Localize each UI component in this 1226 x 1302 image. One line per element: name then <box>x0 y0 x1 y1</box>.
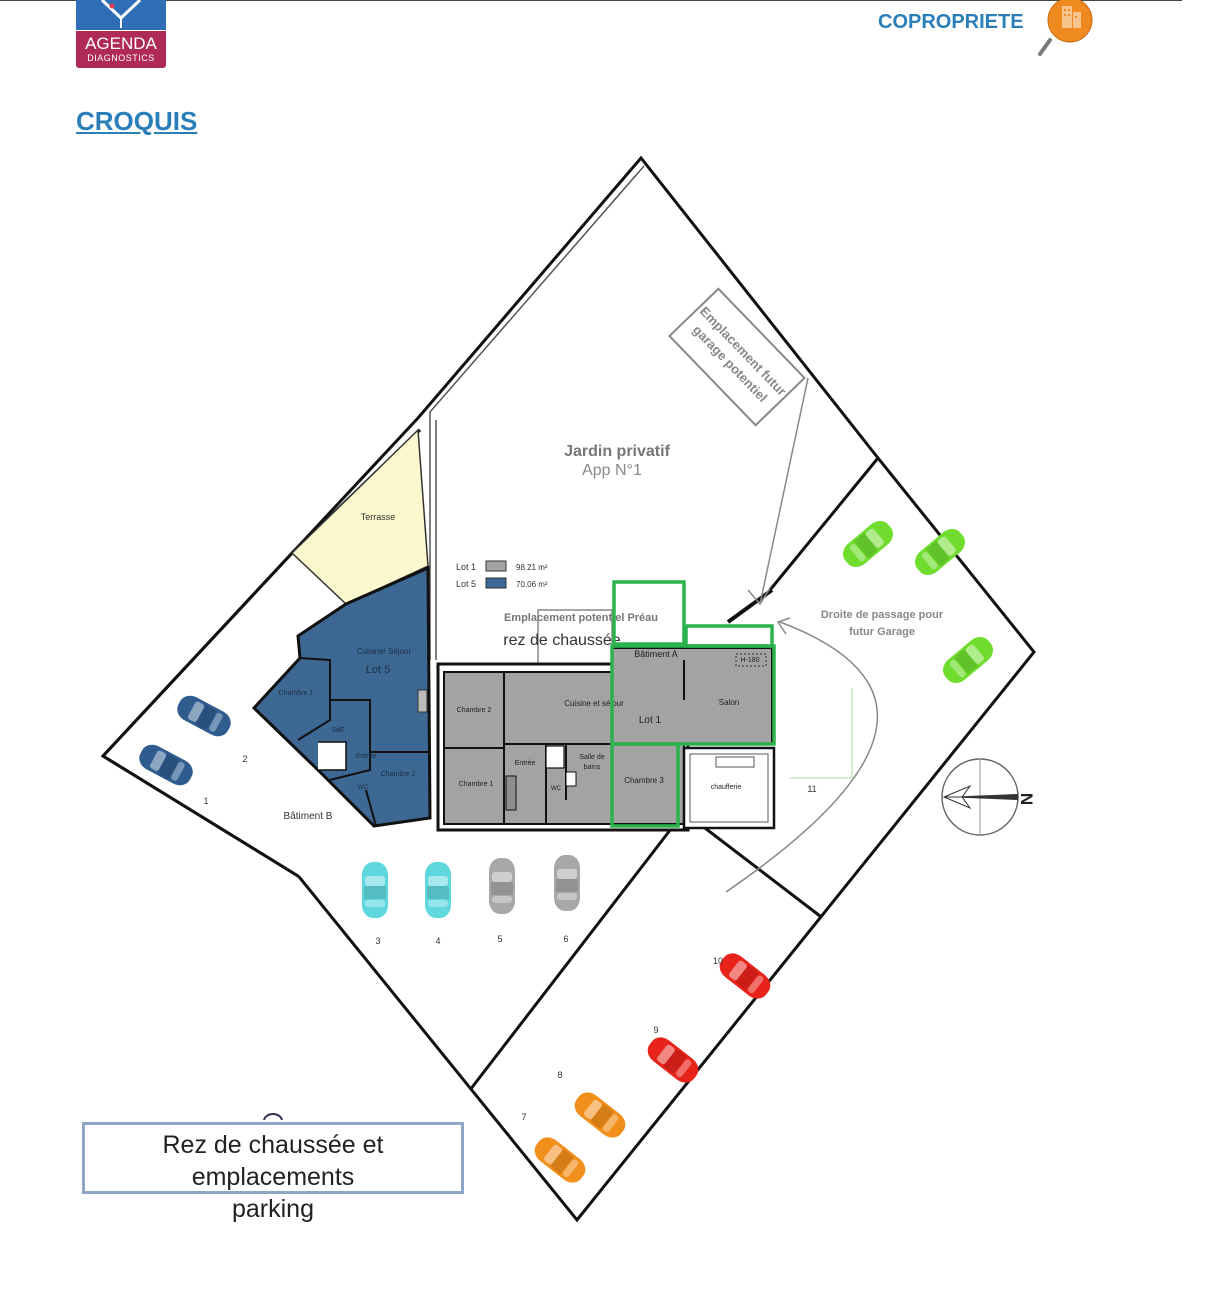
boiler-label: chaufferie <box>711 784 742 791</box>
car-10 <box>714 948 776 1004</box>
passage-arrow <box>725 617 879 893</box>
lot5-kitchen: Cuisine/ Séjour <box>357 647 412 656</box>
lot1-label: Lot 1 <box>639 715 662 726</box>
caption-line2: parking <box>232 1195 314 1223</box>
top-rule <box>0 0 1182 1</box>
parking-number-1: 1 <box>203 796 208 806</box>
legend-lot1-label: Lot 1 <box>456 562 476 572</box>
car-7 <box>529 1132 591 1188</box>
car-2 <box>173 691 235 741</box>
legend-lot5-label: Lot 5 <box>456 579 476 589</box>
lot1-entry: Entrée <box>515 760 536 767</box>
lot1-bedroom1: Chambre 1 <box>459 781 494 788</box>
lot1-salon: Salon <box>719 698 739 707</box>
parking-number-3: 3 <box>375 936 380 946</box>
car-9 <box>642 1032 704 1088</box>
car-8 <box>569 1087 631 1143</box>
inner-walls <box>429 165 645 660</box>
passage-line1: Droite de passage pour <box>821 609 944 621</box>
compass-letter: N <box>1017 793 1036 805</box>
lot5-wc: WC <box>358 785 369 791</box>
garden-subtitle: App N°1 <box>582 462 642 479</box>
caption-line1: Rez de chaussée et emplacements <box>162 1131 384 1191</box>
caption-handle <box>263 1113 283 1121</box>
future-garage-box: Emplacement futur garage potentiel <box>668 287 806 427</box>
parking-number-8: 8 <box>557 1070 562 1080</box>
parking-numbers: 1 2 3 4 5 6 7 8 9 10 11 <box>203 754 816 1122</box>
car-6 <box>554 855 580 911</box>
building-a: Bâtiment A Chambre 2 Cuisine et séjour L… <box>436 647 773 832</box>
passage-line2: futur Garage <box>849 626 915 638</box>
header-title: COPROPRIETE <box>878 11 1024 33</box>
section-title: CROQUIS <box>76 106 198 136</box>
car-4 <box>425 862 451 918</box>
terrace-label: Terrasse <box>361 512 396 522</box>
future-garage-arrow <box>747 377 809 606</box>
parking-number-2: 2 <box>242 754 247 764</box>
lot1-area-east <box>611 647 773 745</box>
lot5-label: Lot 5 <box>366 664 390 676</box>
legend-lot1-value: 98.21 m² <box>516 563 548 572</box>
lot5-bedroom2: Chambre 2 <box>381 771 416 778</box>
lot1-hatch: H-180 <box>740 657 759 664</box>
boiler-room <box>682 746 776 830</box>
preau-green-edge <box>790 688 853 779</box>
parking-number-9: 9 <box>653 1025 658 1035</box>
lot5-area <box>251 565 432 828</box>
parking-number-7: 7 <box>521 1112 526 1122</box>
ground-floor-label: rez de chaussée <box>503 632 621 649</box>
legend: Lot 1 98.21 m² Lot 5 70.06 m² <box>456 560 548 589</box>
parking-number-4: 4 <box>435 936 440 946</box>
logo-subtitle: DIAGNOSTICS <box>87 53 155 63</box>
car-green-1 <box>838 516 898 572</box>
parking-number-10: 10 <box>713 956 723 966</box>
legend-lot5-value: 70.06 m² <box>516 580 548 589</box>
highlight-outlines <box>610 580 776 828</box>
car-green-3 <box>938 632 998 688</box>
car-green-2 <box>910 524 970 580</box>
lot5-bedroom1: Chambre 1 <box>279 690 314 697</box>
parking-number-11: 11 <box>807 784 816 794</box>
plan-caption: Rez de chaussée et emplacements parking <box>82 1122 464 1223</box>
car-5 <box>489 858 515 914</box>
car-3 <box>362 862 388 918</box>
lot1-bedroom2: Chambre 2 <box>457 707 492 714</box>
logo-mark-icon <box>100 0 142 28</box>
terrace-area <box>290 428 429 605</box>
parking-number-5: 5 <box>497 934 502 944</box>
building-b-label: Bâtiment B <box>284 811 333 822</box>
lot1-bedroom3: Chambre 3 <box>624 776 664 785</box>
lot1-wc: WC <box>551 786 562 792</box>
lot5-bath: SdE <box>331 727 345 734</box>
legend-lot1-swatch <box>485 560 507 572</box>
parking-number-6: 6 <box>563 934 568 944</box>
building-a-label: Bâtiment A <box>634 649 678 659</box>
legend-lot5-swatch <box>485 577 507 589</box>
garden-title: Jardin privatif <box>564 443 670 460</box>
lot1-bath-line1: Salle de <box>579 754 604 761</box>
building-pin-icon <box>1038 0 1093 56</box>
lot1-bath-line2: bains <box>584 764 601 771</box>
agenda-logo: AGENDA DIAGNOSTICS <box>76 0 166 68</box>
logo-name: AGENDA <box>85 34 157 53</box>
lot1-kitchen: Cuisine et séjour <box>564 699 624 708</box>
lot5-entry: Entrée <box>356 753 377 760</box>
building-b: Cuisine/ Séjour Lot 5 Chambre 1 SdE Entr… <box>251 565 432 828</box>
compass: N <box>941 758 1036 836</box>
preau-label: Emplacement potentiel Préau <box>504 612 658 624</box>
